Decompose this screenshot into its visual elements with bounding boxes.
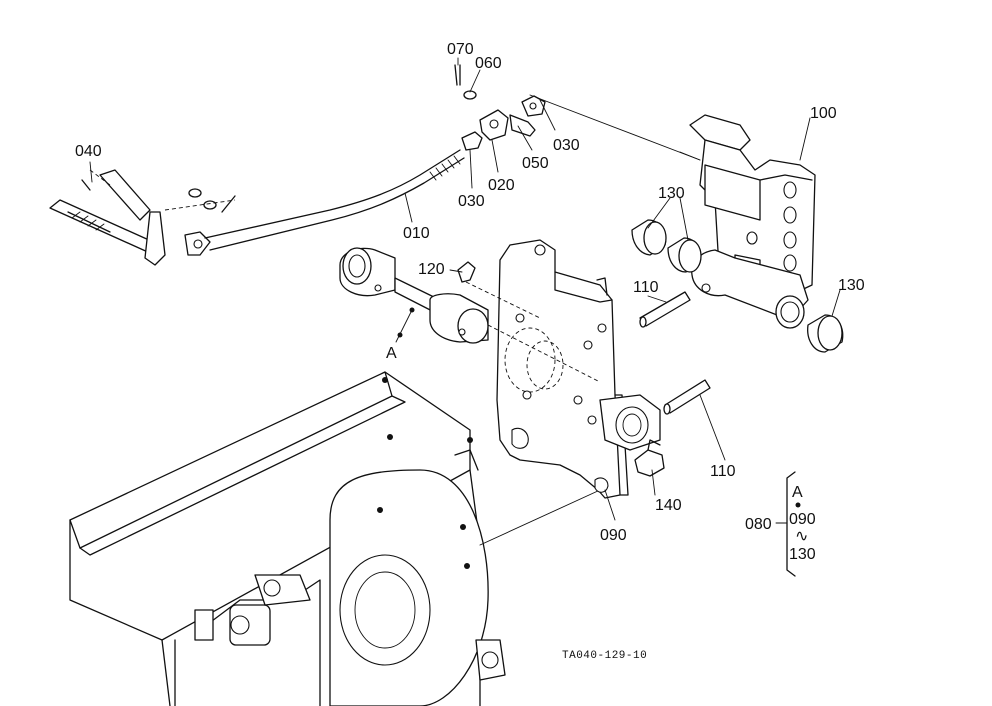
grease-fitting-120 — [457, 261, 541, 319]
leader-lines — [89, 57, 841, 521]
callout-100: 100 — [810, 105, 837, 122]
callout-020: 020 — [488, 177, 515, 194]
assembly-range-mark: ∿ — [795, 528, 808, 545]
lift-arm-100 — [529, 94, 816, 329]
callout-060: 060 — [475, 55, 502, 72]
link-rod-010 — [184, 149, 465, 256]
assembly-number-080: 080 — [745, 516, 772, 533]
assembly-range-to: 130 — [789, 546, 816, 563]
assembly-range-from: 090 — [789, 511, 816, 528]
callout-a: A — [386, 345, 397, 362]
callout-010: 010 — [403, 225, 430, 242]
callout-090: 090 — [600, 527, 627, 544]
drawing-code: TA040-129-10 — [562, 650, 647, 662]
turnbuckle-hardware — [454, 64, 546, 151]
transmission-housing — [69, 371, 601, 706]
bushing-130 — [631, 219, 844, 353]
callout-140: 140 — [655, 497, 682, 514]
callout-130-upper: 130 — [658, 185, 685, 202]
callout-050: 050 — [522, 155, 549, 172]
assembly-key: 080 A 090 ∿ 130 — [745, 471, 816, 577]
pin-110 — [639, 291, 711, 415]
fitting-140 — [634, 439, 665, 477]
callout-labels: 070 060 030 050 020 030 010 040 100 130 … — [75, 41, 865, 544]
pivot-shaft-a — [339, 247, 601, 383]
lever-assembly-040 — [49, 169, 236, 266]
callout-040: 040 — [75, 143, 102, 160]
callout-110-lower: 110 — [710, 463, 736, 480]
callout-030-upper: 030 — [553, 137, 580, 154]
bracket-plate-090 — [496, 239, 661, 499]
callout-030-lower: 030 — [458, 193, 485, 210]
callout-070: 070 — [447, 41, 474, 58]
assembly-ref-a: A — [792, 484, 803, 501]
callout-120: 120 — [418, 261, 445, 278]
callout-110-upper: 110 — [633, 279, 659, 296]
callout-130-right: 130 — [838, 277, 865, 294]
